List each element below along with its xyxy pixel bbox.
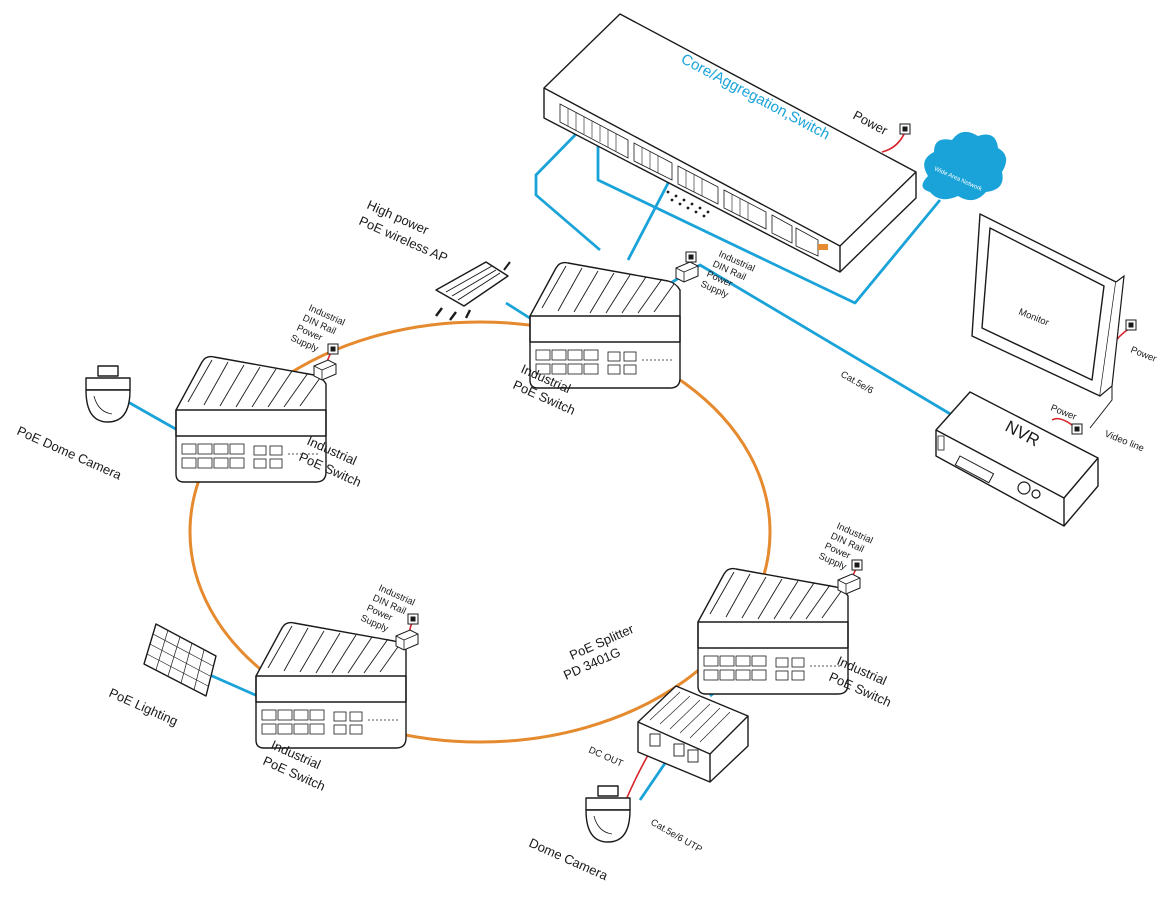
monitor-power-label: Power	[1129, 345, 1158, 365]
dome-camera-bottom	[585, 785, 631, 843]
splitter-dc-out-label: DC OUT	[587, 745, 625, 770]
poe-lighting-label: PoE Lighting	[107, 685, 180, 729]
industrial-switch-top[interactable]	[529, 261, 681, 389]
wan-cloud: Wide Area Network	[922, 131, 1007, 201]
fiber-ring	[188, 320, 772, 744]
video-line-label: Video line	[1103, 429, 1146, 455]
dome-camera-bottom-label: Dome Camera	[527, 835, 611, 883]
wireless-ap	[435, 261, 511, 321]
nvr-link-label: Cat.5e/6	[839, 369, 876, 396]
poe-splitter	[637, 685, 749, 783]
industrial-switch-bottom-left[interactable]	[255, 621, 407, 749]
poe-lighting-panel	[143, 623, 217, 697]
poe-dome-camera-label: PoE Dome Camera	[15, 423, 125, 483]
monitor: Monitor	[971, 213, 1125, 429]
industrial-switch-bottom-right[interactable]	[697, 567, 849, 695]
poe-dome-camera-left	[85, 365, 131, 423]
psu-bottom-right: Industrial DIN Rail Power Supply	[817, 521, 874, 595]
nvr-power-socket	[1071, 423, 1083, 435]
splitter-cable-label: Cat.5e/6 UTP	[649, 817, 704, 855]
core-aggregation-switch[interactable]: Core/Aggregation,Switch	[543, 13, 917, 273]
core-switch-power-label: Power	[851, 107, 891, 138]
core-switch-power-socket	[899, 123, 911, 135]
monitor-power-socket	[1125, 319, 1137, 331]
